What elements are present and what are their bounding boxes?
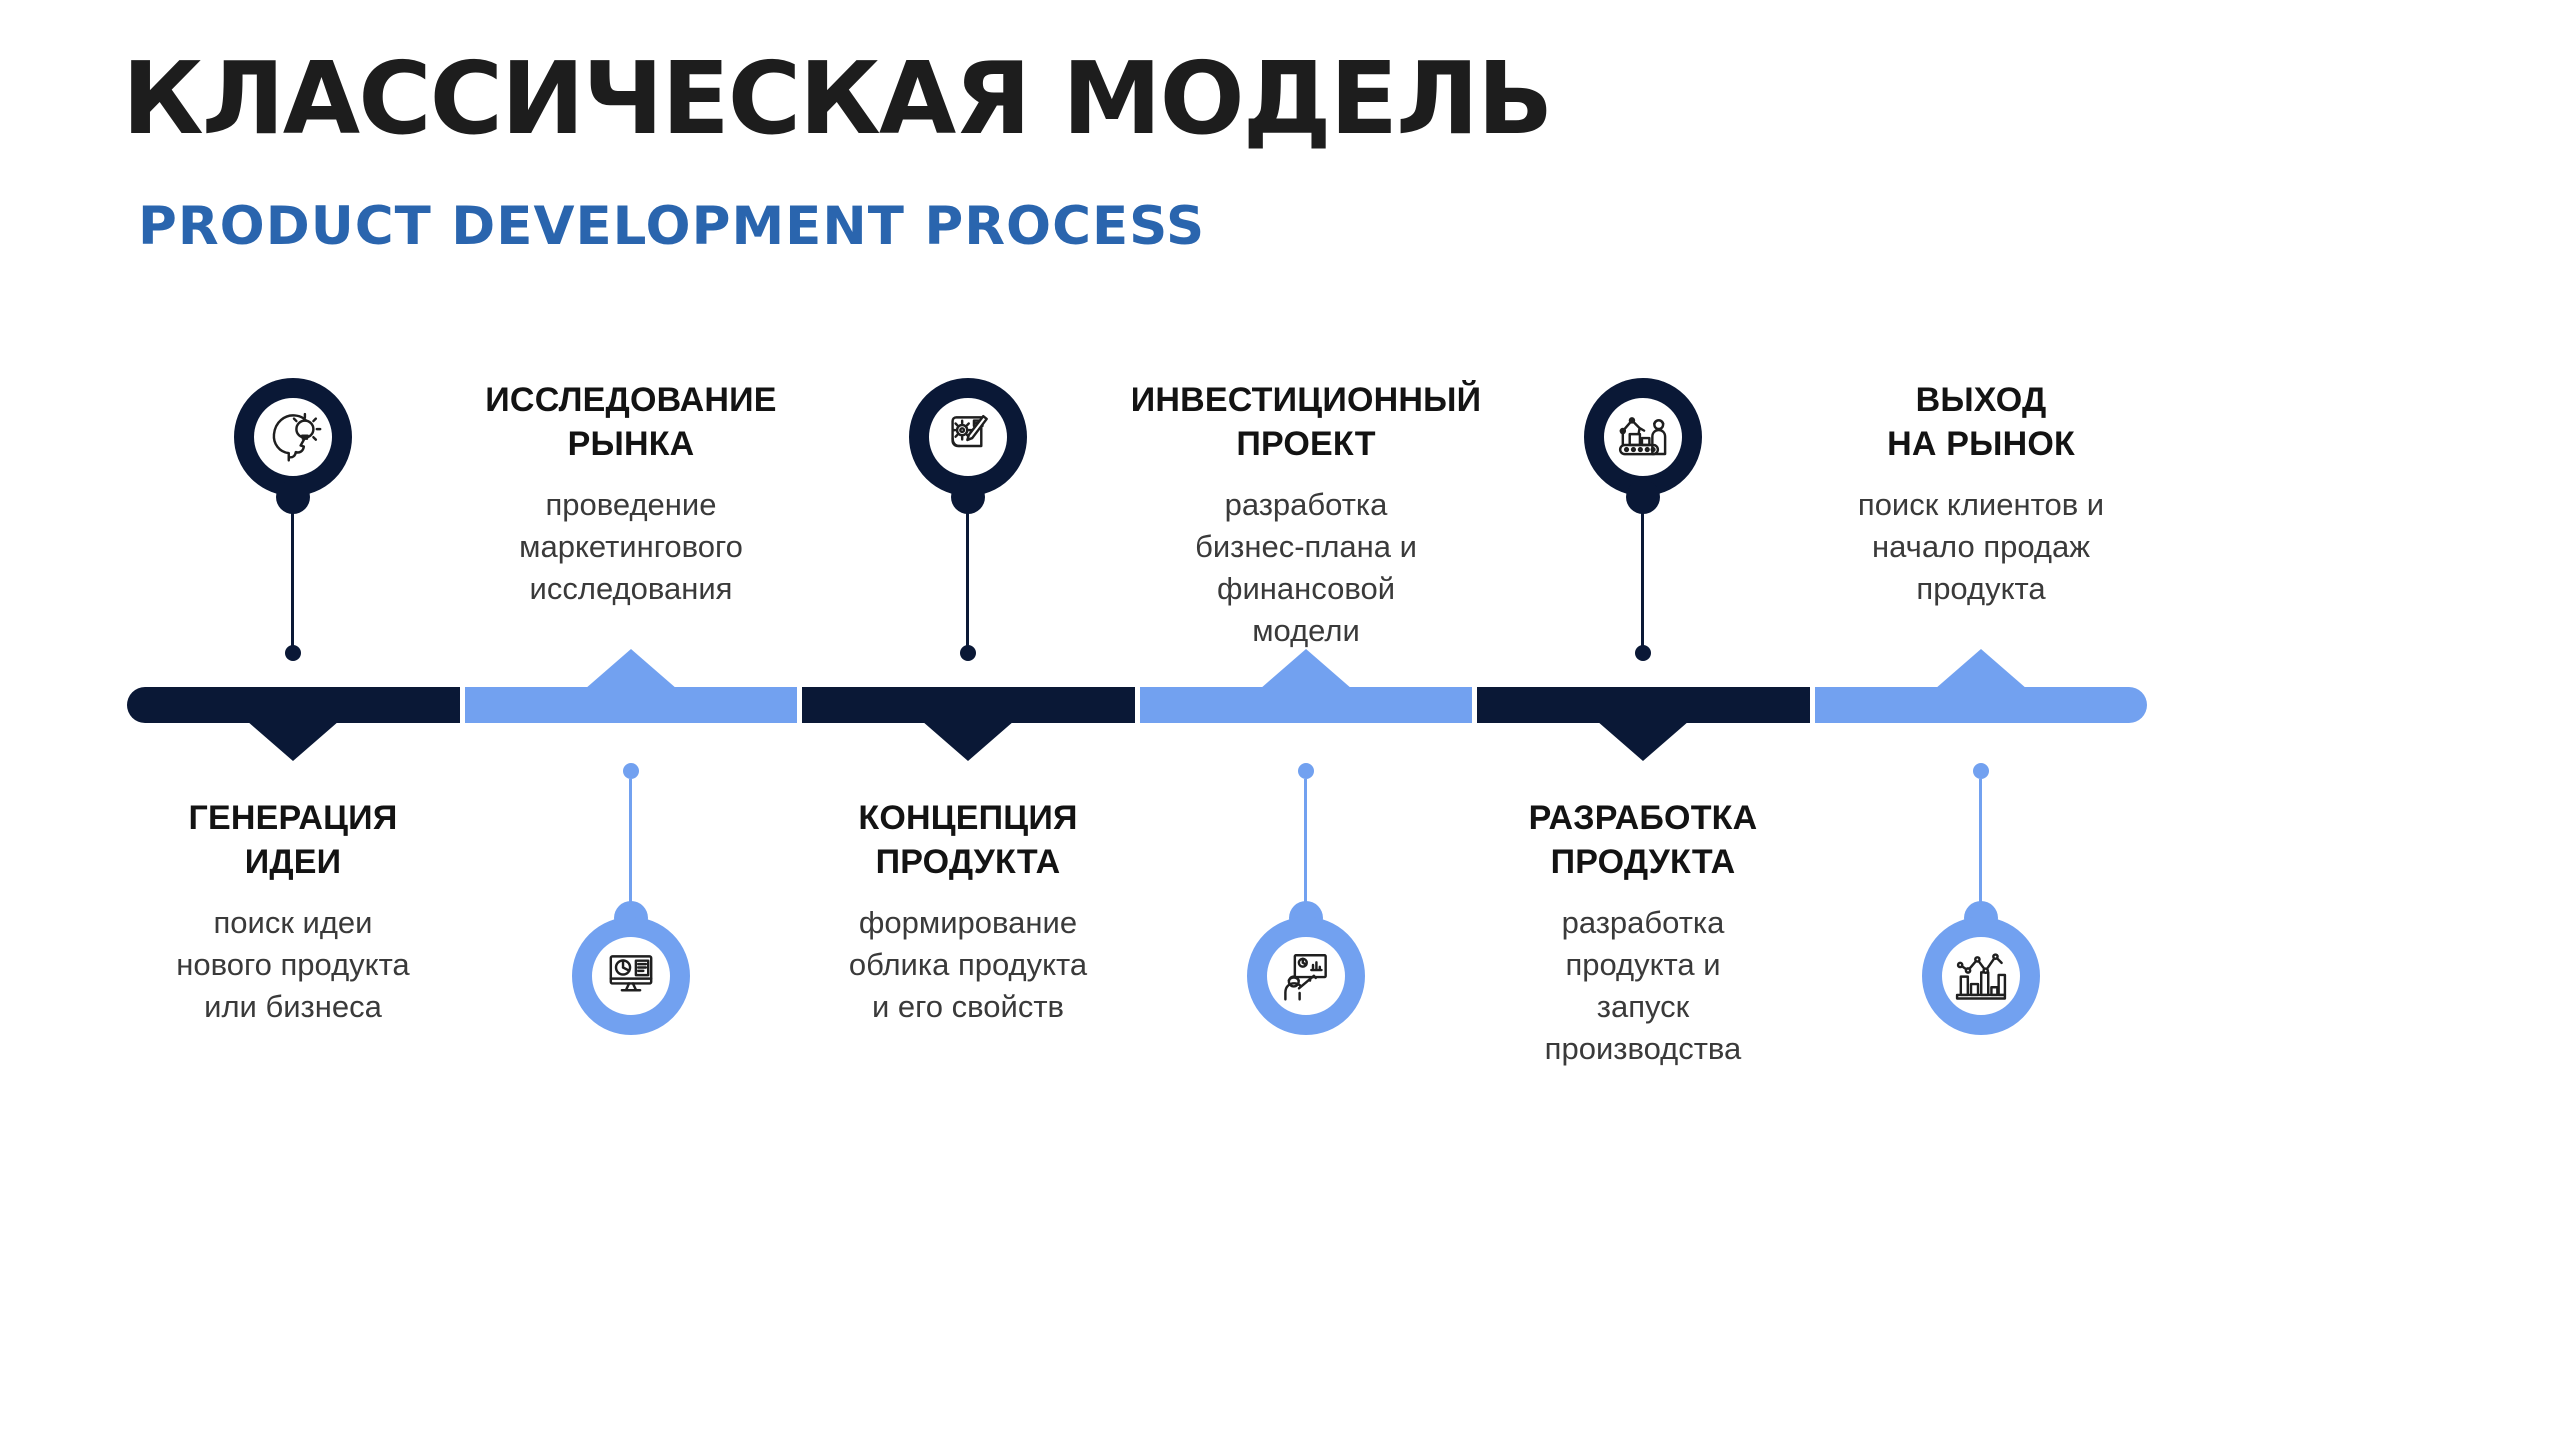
investment-presentation-icon xyxy=(1284,954,1327,1001)
marker-ring xyxy=(1922,917,2040,1035)
process-timeline xyxy=(127,649,2147,761)
slide-subtitle: PRODUCT DEVELOPMENT PROCESS xyxy=(138,196,1206,257)
market-launch-chart-icon xyxy=(1955,953,2007,1000)
stage-text-block: ГЕНЕРАЦИЯ ИДЕИ поиск идеи нового продукт… xyxy=(83,796,503,1028)
timeline-segment-5 xyxy=(1477,687,1810,761)
stage-title: РАЗРАБОТКА ПРОДУКТА xyxy=(1528,799,1758,882)
segment-arrow-down xyxy=(922,721,1015,761)
marker-dot xyxy=(1973,763,1989,779)
marker-stem xyxy=(1979,779,1982,919)
stage-text-block: РАЗРАБОТКА ПРОДУКТА разработка продукта … xyxy=(1433,796,1853,1070)
marker-stem xyxy=(291,496,294,648)
stage-description: разработка продукта и запуск производств… xyxy=(1544,905,1742,1066)
segment-arrow-down xyxy=(1597,721,1690,761)
segment-arrow-up xyxy=(1259,649,1352,689)
stage-description: разработка бизнес-плана и финансовой мод… xyxy=(1195,487,1417,648)
marker-dot xyxy=(1635,645,1651,661)
stage-description: формирование облика продукта и его свойс… xyxy=(848,905,1088,1025)
segment-arrow-up xyxy=(1934,649,2027,689)
marker-stem xyxy=(1304,779,1307,919)
stage-title: ИНВЕСТИЦИОННЫЙ ПРОЕКТ xyxy=(1130,381,1482,464)
segment-arrow-down xyxy=(247,721,340,761)
stage-text-block: ИССЛЕДОВАНИЕ РЫНКА проведение маркетинго… xyxy=(421,378,841,610)
marker-stem xyxy=(1641,496,1644,648)
stage-title: ИССЛЕДОВАНИЕ РЫНКА xyxy=(485,381,777,464)
timeline-segment-6 xyxy=(1814,649,2147,723)
timeline-segment-2 xyxy=(464,649,797,723)
production-line-icon xyxy=(1618,417,1667,456)
timeline-segment-4 xyxy=(1139,649,1472,723)
stage-title: КОНЦЕПЦИЯ ПРОДУКТА xyxy=(858,799,1078,882)
marker-dot xyxy=(623,763,639,779)
timeline-segment-1 xyxy=(127,687,460,761)
stage-title: ГЕНЕРАЦИЯ ИДЕИ xyxy=(188,799,398,882)
idea-head-bulb-icon xyxy=(272,412,322,462)
marker-dot xyxy=(285,645,301,661)
marker-stem xyxy=(966,496,969,648)
marker-dot xyxy=(960,645,976,661)
stage-text-block: КОНЦЕПЦИЯ ПРОДУКТА формирование облика п… xyxy=(758,796,1178,1028)
slide-title: КЛАССИЧЕСКАЯ МОДЕЛЬ xyxy=(122,40,1553,157)
stage-description: проведение маркетингового исследования xyxy=(519,487,743,607)
stage-text-block: ВЫХОД НА РЫНОК поиск клиентов и начало п… xyxy=(1771,378,2191,610)
marker-stem xyxy=(629,779,632,919)
product-design-blueprint-icon xyxy=(951,414,988,448)
stage-title: ВЫХОД НА РЫНОК xyxy=(1887,381,2075,464)
marker-dot xyxy=(1298,763,1314,779)
segment-arrow-up xyxy=(584,649,677,689)
stage-description: поиск идеи нового продукта или бизнеса xyxy=(176,905,410,1025)
timeline-segment-3 xyxy=(802,687,1135,761)
stage-text-block: ИНВЕСТИЦИОННЫЙ ПРОЕКТ разработка бизнес-… xyxy=(1096,378,1516,652)
stage-description: поиск клиентов и начало продаж продукта xyxy=(1857,487,2105,607)
market-research-monitor-icon xyxy=(609,955,653,992)
